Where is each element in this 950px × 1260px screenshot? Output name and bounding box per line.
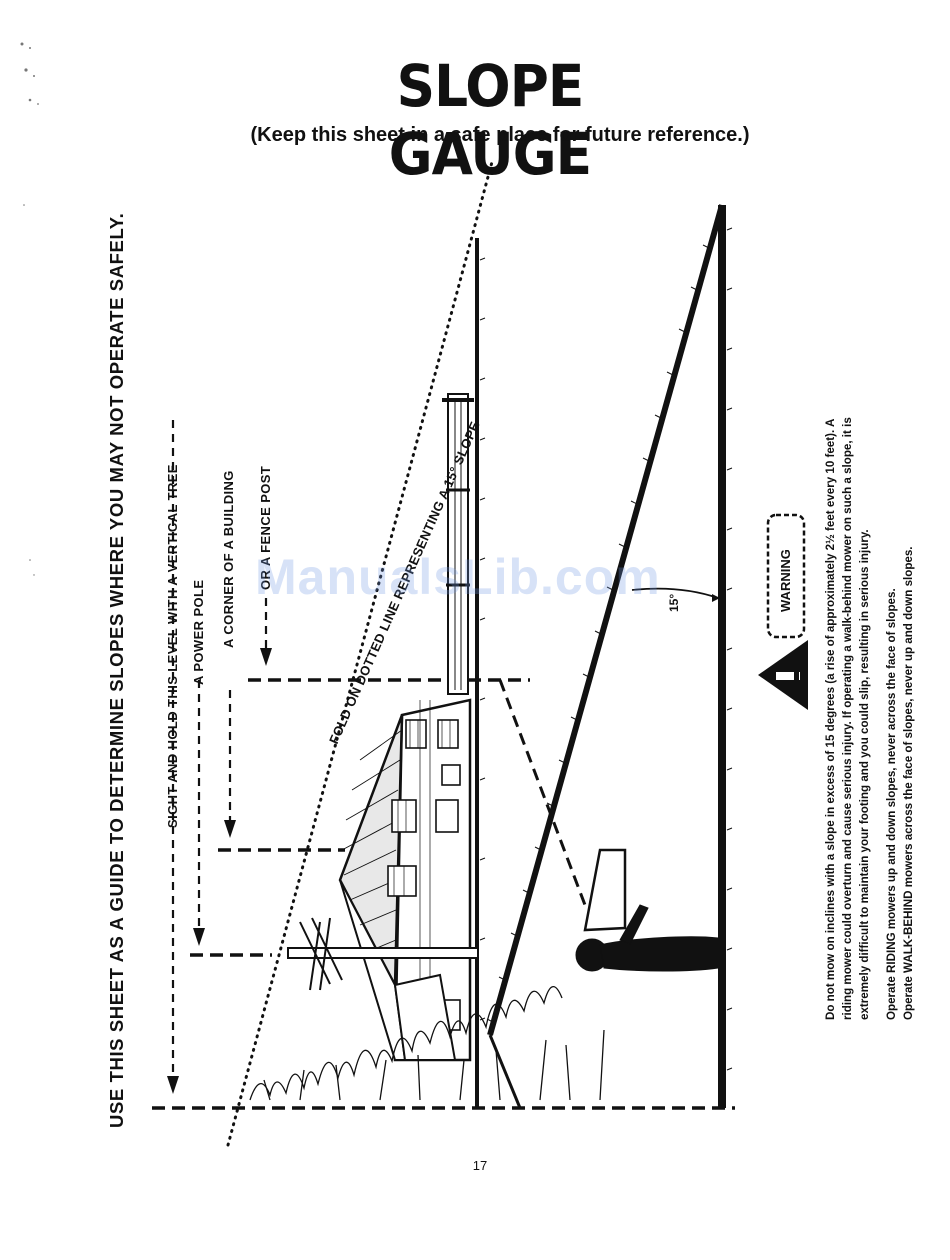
tree-texture [479,257,486,1021]
sight-arrows [167,420,272,1094]
fence-post [442,393,474,695]
sighting-card [583,848,627,932]
sight-label: SIGHT AND HOLD THIS LEVEL WITH A VERTICA… [165,464,180,828]
page-title: SLOPE GAUGE [388,52,592,188]
watermark: ManualsLib.com [255,549,661,605]
warning-badge [766,513,806,639]
guide-instruction: USE THIS SHEET AS A GUIDE TO DETERMINE S… [106,212,127,1128]
grass-texture [486,227,733,1071]
slope-triangle [487,204,726,1109]
warning-triangle-icon [758,640,808,710]
angle-arc [631,587,719,599]
power-pole [287,917,479,991]
warning-text-line-4: Operate RIDING mowers up and down slopes… [885,588,898,1020]
warning-text-line-5: Operate WALK-BEHIND mowers across the fa… [902,546,915,1020]
page-number: 17 [472,1158,488,1173]
warning-text-line-3: extremely difficult to maintain your foo… [858,529,871,1020]
angle-arrowhead [712,594,720,602]
scan-speckles [20,42,39,576]
person-silhouette [575,904,719,972]
warning-label: WARNING [778,549,793,612]
level-dashes [190,678,530,957]
angle-label: 15° [667,593,681,612]
power-pole-label: A POWER POLE [191,579,206,685]
warning-text-line-1: Do not mow on inclines with a slope in e… [824,418,837,1020]
building [338,698,472,1062]
fold-dotted-line [226,160,494,1147]
building-corner-label: A CORNER OF A BUILDING [221,470,236,648]
page-subtitle: (Keep this sheet in a safe place for fut… [250,124,750,146]
warning-text-line-2: riding mower could overturn and cause se… [841,417,854,1020]
sight-line [498,679,587,906]
shrubs [249,986,605,1101]
